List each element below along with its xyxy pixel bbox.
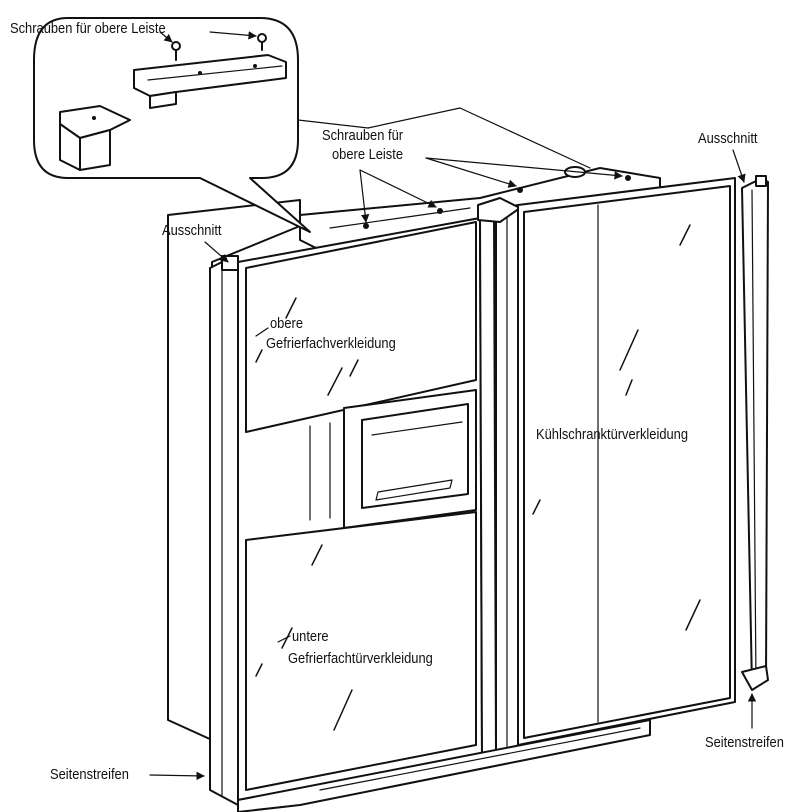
center-divider bbox=[477, 197, 521, 761]
label-lower-freezer-line1: untere bbox=[292, 628, 329, 645]
upper-freezer-panel bbox=[245, 221, 477, 433]
screw-hole-2 bbox=[437, 208, 443, 214]
fridge-door bbox=[517, 177, 736, 746]
label-side-strip-right: Seitenstreifen bbox=[705, 734, 784, 751]
label-screws-detail: Schrauben für obere Leiste bbox=[10, 20, 166, 37]
label-lower-freezer-line2: Gefrierfachtürverkleidung bbox=[288, 650, 433, 667]
label-screws-line1: Schrauben für bbox=[322, 127, 404, 144]
dispenser bbox=[309, 389, 477, 529]
screw-icon bbox=[171, 41, 181, 61]
label-screws-line2: obere Leiste bbox=[332, 146, 404, 163]
right-side-strip bbox=[741, 175, 769, 691]
screw-icon bbox=[257, 33, 267, 51]
screw-hole-4 bbox=[625, 175, 631, 181]
label-upper-freezer-line2: Gefrierfachverkleidung bbox=[266, 335, 396, 352]
label-side-strip-left: Seitenstreifen bbox=[50, 766, 129, 783]
left-side-strip bbox=[209, 255, 239, 806]
base bbox=[237, 719, 651, 812]
leader-lines bbox=[149, 31, 757, 781]
screw-hole-3 bbox=[517, 187, 523, 193]
lower-freezer-panel bbox=[245, 511, 477, 791]
cabinet-side bbox=[167, 199, 301, 741]
label-fridge-panel: Kühlschranktürverkleidung bbox=[536, 426, 689, 443]
detail-callout bbox=[33, 17, 311, 233]
screw-hole-1 bbox=[363, 223, 369, 229]
label-cutout-left: Ausschnitt bbox=[162, 222, 222, 239]
label-cutout-right: Ausschnitt bbox=[698, 130, 758, 147]
label-upper-freezer-line1: obere bbox=[270, 315, 304, 332]
